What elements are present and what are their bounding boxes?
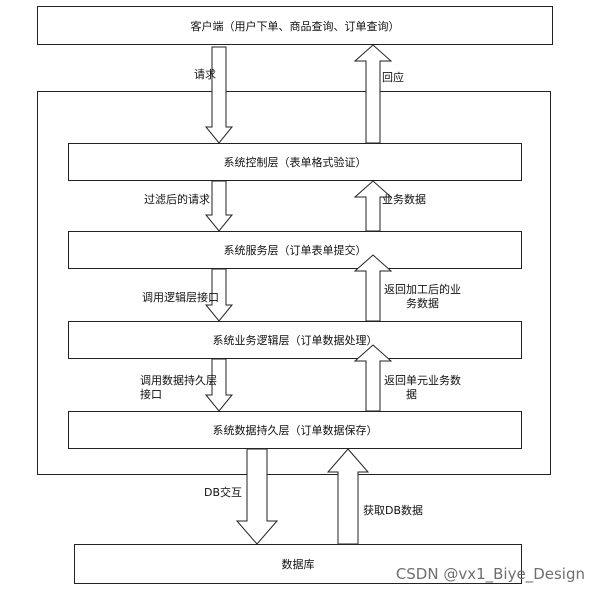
call-logic-down-arrow bbox=[204, 268, 234, 322]
db-interact-down-arrow bbox=[235, 448, 279, 545]
persistence-layer-box: 系统数据持久层（订单数据保存） bbox=[68, 411, 522, 449]
business-data-label: 业务数据 bbox=[382, 193, 426, 206]
client-layer-label: 客户端（用户下单、商品查询、订单查询） bbox=[190, 19, 400, 33]
return-unit-label-line1: 返回单元业务数 bbox=[384, 374, 461, 387]
return-processed-label-line2: 务数据 bbox=[406, 297, 439, 310]
service-layer-box: 系统服务层（订单表单提交） bbox=[68, 231, 522, 269]
request-down-arrow bbox=[204, 46, 234, 144]
business-layer-box: 系统业务逻辑层（订单数据处理） bbox=[68, 321, 522, 359]
filtered-request-down-arrow bbox=[204, 180, 234, 232]
get-db-data-up-arrow bbox=[326, 448, 370, 545]
return-processed-label-line1: 返回加工后的业 bbox=[384, 283, 461, 296]
db-interact-label: DB交互 bbox=[204, 486, 243, 499]
call-logic-label: 调用逻辑层接口 bbox=[142, 291, 219, 304]
request-label: 请求 bbox=[194, 68, 216, 81]
return-unit-up-arrow bbox=[353, 344, 393, 412]
control-layer-box: 系统控制层（表单格式验证） bbox=[68, 143, 522, 181]
call-persist-down-arrow bbox=[204, 358, 234, 412]
database-box: 数据库 bbox=[74, 544, 522, 584]
return-unit-label-line2: 据 bbox=[406, 388, 417, 401]
service-layer-label: 系统服务层（订单表单提交） bbox=[223, 244, 367, 257]
call-persist-label-line1: 调用数据持久层 bbox=[140, 374, 217, 387]
business-layer-label: 系统业务逻辑层（订单数据处理） bbox=[212, 334, 378, 347]
call-persist-label-line2: 接口 bbox=[140, 388, 162, 401]
client-layer-box: 客户端（用户下单、商品查询、订单查询） bbox=[37, 6, 553, 45]
response-label: 回应 bbox=[382, 71, 404, 84]
get-db-data-label: 获取DB数据 bbox=[363, 504, 424, 517]
control-layer-label: 系统控制层（表单格式验证） bbox=[223, 156, 367, 169]
filtered-request-label: 过滤后的请求 bbox=[144, 193, 210, 206]
persistence-layer-label: 系统数据持久层（订单数据保存） bbox=[212, 424, 378, 437]
business-data-up-arrow bbox=[353, 180, 393, 232]
csdn-watermark: CSDN @vx1_Biye_Design bbox=[395, 565, 585, 583]
server-boundary bbox=[37, 91, 551, 475]
database-label: 数据库 bbox=[281, 558, 315, 571]
return-processed-up-arrow bbox=[353, 254, 393, 322]
response-up-arrow bbox=[353, 44, 393, 144]
